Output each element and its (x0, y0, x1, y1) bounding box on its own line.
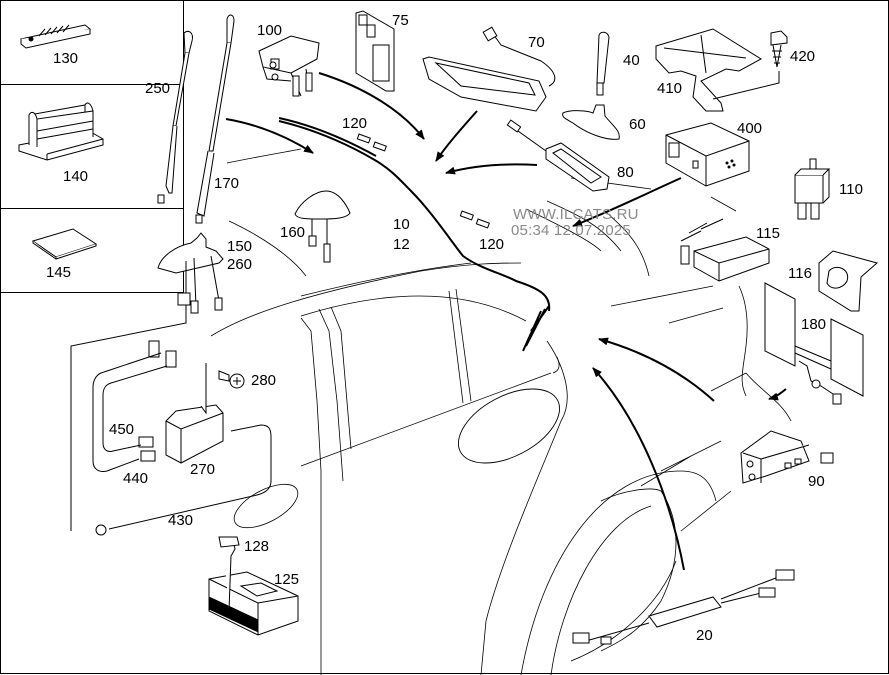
antenna-mount-60[interactable] (562, 104, 620, 140)
part-label-110[interactable]: 110 (839, 181, 863, 198)
part-label-116[interactable]: 116 (788, 265, 812, 282)
screw-420[interactable] (770, 30, 788, 68)
part-label-128[interactable]: 128 (244, 538, 270, 555)
connector-120-top[interactable] (356, 133, 387, 152)
antenna-panels-180[interactable] (764, 282, 864, 405)
antenna-cable-10-12[interactable] (278, 117, 551, 352)
part-label-280[interactable]: 280 (251, 372, 277, 389)
part-label-140[interactable]: 140 (63, 168, 89, 185)
part-label-120-mid[interactable]: 120 (479, 236, 505, 253)
part-label-60[interactable]: 60 (629, 116, 646, 133)
adhesive-pad-icon (31, 228, 98, 260)
inset-part-145[interactable]: 145 (1, 209, 184, 293)
watermark-timestamp: 05:34 12.07.2025 (511, 222, 631, 239)
screw-280[interactable] (218, 370, 245, 389)
part-label-145[interactable]: 145 (46, 264, 72, 281)
part-label-410[interactable]: 410 (657, 80, 683, 97)
part-label-440[interactable]: 440 (123, 470, 149, 487)
assembly-arrows (225, 72, 787, 571)
antenna-rod-170[interactable] (195, 14, 235, 224)
part-label-20[interactable]: 20 (696, 627, 713, 644)
antenna-tray-70[interactable] (422, 26, 556, 112)
part-label-10[interactable]: 10 (393, 216, 410, 233)
part-label-260[interactable]: 260 (227, 256, 253, 273)
amplifier-module-75[interactable] (355, 10, 395, 92)
part-label-70[interactable]: 70 (528, 34, 545, 51)
part-label-80[interactable]: 80 (617, 164, 634, 181)
part-label-420[interactable]: 420 (790, 48, 816, 65)
part-label-100[interactable]: 100 (257, 22, 283, 39)
cables-430-440-450[interactable] (92, 340, 272, 536)
control-unit-125[interactable] (208, 536, 299, 636)
part-label-250[interactable]: 250 (145, 80, 171, 97)
part-label-120-top[interactable]: 120 (342, 115, 368, 132)
part-label-170[interactable]: 170 (214, 175, 240, 192)
inset-part-130[interactable]: 130 (1, 1, 184, 85)
filter-module-110[interactable] (794, 158, 831, 220)
part-label-270[interactable]: 270 (190, 461, 216, 478)
part-label-40[interactable]: 40 (623, 52, 640, 69)
bracket-410[interactable] (655, 28, 780, 112)
part-label-430[interactable]: 430 (168, 512, 194, 529)
antenna-amplifier-80[interactable] (506, 119, 610, 192)
antenna-base-150-260[interactable] (70, 232, 224, 531)
part-label-450[interactable]: 450 (109, 421, 135, 438)
antenna-splitter-115[interactable] (680, 218, 770, 282)
radio-module-400[interactable] (665, 122, 750, 187)
inset-part-140[interactable]: 140 (1, 85, 184, 209)
part-label-130[interactable]: 130 (53, 50, 79, 67)
part-label-75[interactable]: 75 (392, 12, 409, 29)
junction-block-270[interactable] (165, 363, 224, 464)
cable-harness-20[interactable] (572, 569, 795, 645)
part-label-125[interactable]: 125 (274, 571, 300, 588)
part-label-115[interactable]: 115 (756, 225, 780, 242)
part-label-150[interactable]: 150 (227, 238, 253, 255)
part-label-160[interactable]: 160 (280, 224, 306, 241)
part-label-180[interactable]: 180 (801, 316, 827, 333)
switch-module-90[interactable] (740, 430, 834, 484)
antenna-rod-250[interactable] (157, 30, 193, 204)
clip-strip-icon (19, 24, 92, 49)
part-label-12[interactable]: 12 (393, 236, 410, 253)
connector-block-100[interactable] (258, 35, 320, 97)
shark-antenna-160[interactable] (294, 190, 351, 263)
part-label-90[interactable]: 90 (808, 473, 825, 490)
bracket-116[interactable] (818, 250, 879, 312)
part-label-400[interactable]: 400 (737, 120, 763, 137)
car-body-outline (210, 148, 792, 675)
holder-bracket-icon (18, 102, 104, 161)
stub-antenna-40[interactable] (596, 31, 610, 96)
connector-120-mid[interactable] (459, 210, 490, 229)
watermark-site: WWW.ILCATS.RU (513, 206, 639, 223)
